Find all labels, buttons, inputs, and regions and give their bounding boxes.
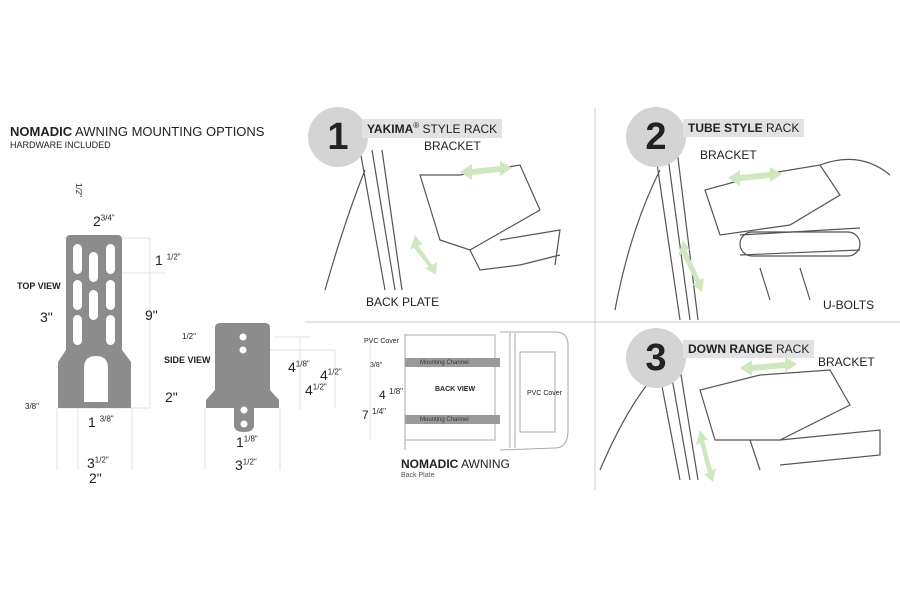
title-text: AWNING MOUNTING OPTIONS [75, 124, 265, 139]
u-bolts-label: U-BOLTS [823, 298, 875, 312]
title-text: AWNING [461, 457, 510, 471]
name-rest: RACK [762, 121, 800, 135]
dim-height1: 41/8" [288, 360, 310, 374]
page-title: NOMADIC AWNING MOUNTING OPTIONS [10, 125, 264, 138]
registered-mark: ® [413, 121, 420, 130]
dim-frac: 1/8" [243, 434, 258, 444]
pvc-cover-side-label: PVC Cover [527, 390, 563, 397]
dim-frac: 3/8" [99, 414, 114, 424]
dim-frac: 1/2" [312, 382, 327, 392]
dim-cutout-width: 2" [89, 470, 102, 486]
bracket-label-2: BRACKET [700, 148, 757, 162]
dim-frac: 1/8" [389, 387, 403, 396]
dim-value: 7 [362, 408, 369, 422]
pvc-cover-top-label: PVC Cover [364, 338, 400, 345]
side-view-label: SIDE VIEW [164, 355, 211, 365]
dim-plate-height: 7 1/4" [362, 407, 386, 422]
back-plate-label: BACK PLATE [366, 295, 440, 309]
back-plate-drawing [404, 331, 569, 451]
brand: NOMADIC [10, 124, 73, 139]
dim-value: 3 [235, 457, 243, 473]
mounting-channel-bottom-label: Mounting Channel [420, 417, 469, 423]
dim-value: 1 [88, 414, 96, 430]
dim-value: 4 [379, 388, 386, 402]
arrow-icons [410, 161, 797, 482]
dim-value: 1 [236, 434, 244, 450]
back-view-label: BACK VIEW [435, 386, 476, 393]
name-rest: RACK [772, 342, 810, 356]
option-title-2: TUBE STYLE RACK [683, 119, 805, 137]
name-rest: STYLE RACK [419, 122, 498, 136]
bracket-label-1: BRACKET [424, 139, 481, 153]
name-bold: DOWN RANGE [688, 342, 773, 356]
name-bold: YAKIMA [367, 122, 414, 136]
dim-hole: 1/2" [182, 332, 196, 341]
dim-height2: 41/2" [320, 368, 342, 382]
dim-slot-pitch: 1 1/2" [155, 253, 181, 267]
top-view-label: TOP VIEW [17, 281, 61, 291]
mounting-channel-top-label: Mounting Channel [420, 360, 469, 366]
dim-frac: 3/4" [100, 213, 115, 223]
dim-value: 4 [288, 359, 296, 375]
dim-edge: 3/8" [25, 402, 39, 411]
dim-slot-height: 3" [40, 309, 53, 325]
dim-frac: 1/2" [327, 367, 342, 377]
dim-width-bottom: 31/2" [87, 456, 109, 470]
back-plate-subtitle: Back Plate [401, 472, 435, 479]
dim-top-gap: 1/2" [73, 183, 83, 197]
dim-channel-gap: 4 1/8" [379, 387, 403, 402]
option-title-3: DOWN RANGE RACK [683, 340, 815, 358]
dim-frac: 1/2" [242, 457, 257, 467]
option-number-1: 1 [308, 107, 368, 167]
dim-value: 3 [87, 455, 95, 471]
option-number-3: 3 [626, 328, 686, 388]
dim-channel: 3/8" [370, 362, 383, 369]
name-bold: TUBE STYLE [688, 121, 763, 135]
dim-frac: 1/4" [372, 407, 386, 416]
page-subtitle: HARDWARE INCLUDED [10, 140, 111, 150]
side-view-plate [206, 323, 279, 432]
dim-width-top: 23/4" [93, 214, 115, 228]
dim-value: 2 [93, 213, 101, 229]
dim-frac: 1/2" [166, 252, 181, 262]
dim-length: 9" [145, 307, 158, 323]
dim-frac: 1/2" [94, 455, 109, 465]
option-number-2: 2 [626, 107, 686, 167]
dim-width: 31/2" [235, 458, 257, 472]
dim-value: 1 [155, 252, 163, 268]
dim-base: 2" [165, 389, 178, 405]
back-plate-title: NOMADIC AWNING [401, 458, 510, 470]
dim-height3: 41/2" [305, 383, 327, 397]
brand: NOMADIC [401, 457, 459, 471]
top-view-plate [58, 235, 131, 408]
dim-frac: 1/8" [295, 359, 310, 369]
bracket-label-3: BRACKET [818, 355, 875, 369]
option-title-1: YAKIMA® STYLE RACK [362, 119, 503, 138]
dim-value: 4 [305, 382, 313, 398]
dim-value: 4 [320, 367, 328, 383]
dim-tab: 11/8" [236, 435, 258, 449]
dim-cutout: 1 3/8" [88, 415, 114, 429]
